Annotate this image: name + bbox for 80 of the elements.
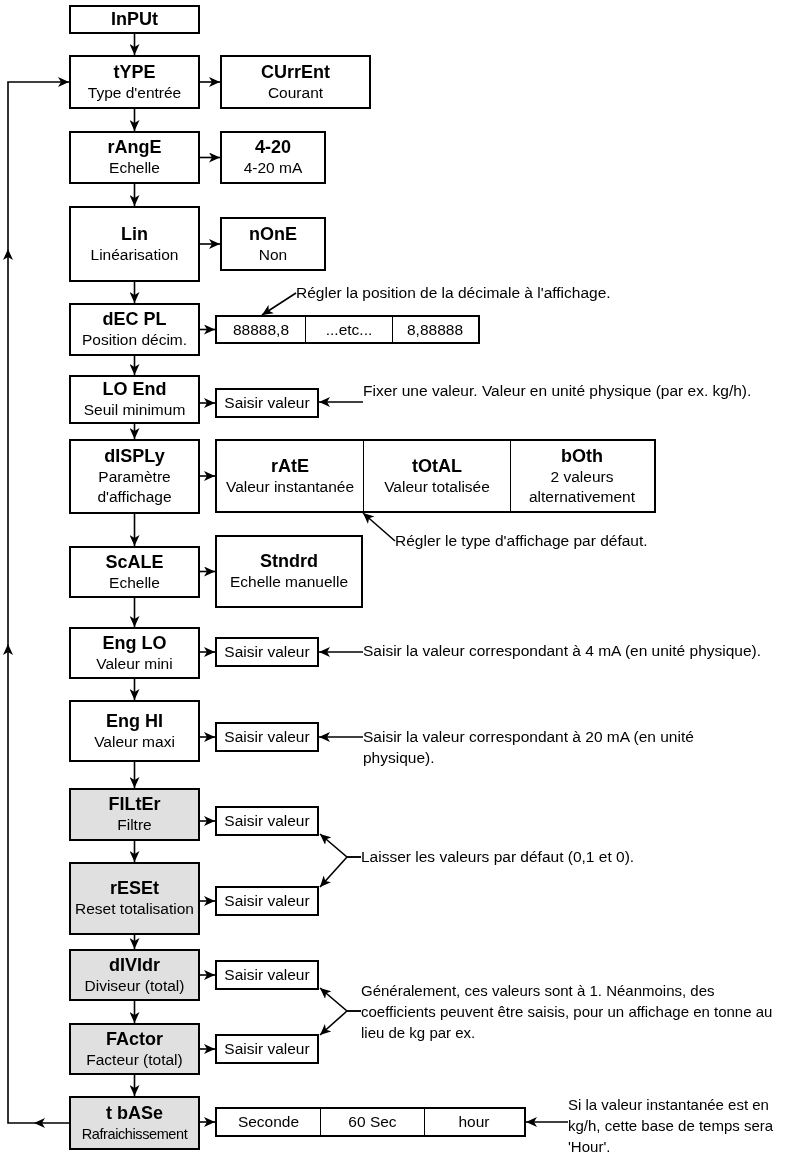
menu-box [69, 788, 200, 841]
menu-box [69, 5, 200, 34]
box-title: InPUt [111, 9, 158, 30]
menu-box [220, 217, 326, 271]
value-box: Saisir valeur [215, 1034, 319, 1064]
box-label: Valeur maxi [94, 731, 175, 752]
box-label: Seuil minimum [83, 400, 186, 420]
box-label: Valeur totalisée [384, 476, 490, 497]
box-label: 4-20 mA [243, 158, 303, 178]
menu-box [69, 1096, 200, 1150]
menu-box [220, 55, 371, 109]
menu-box [69, 949, 200, 1001]
box-title: Eng HI [106, 710, 163, 732]
menu-box [69, 862, 200, 935]
box-label: Rafraichissement [81, 1124, 188, 1144]
box-label: Facteur (total) [86, 1049, 183, 1070]
box-title: Eng LO [102, 632, 167, 654]
box-label: Echelle [109, 158, 160, 178]
box-label: Echelle manuelle [229, 572, 348, 592]
note-text: Généralement, ces valeurs sont à 1. Néanmoins, des coefficients peuvent être saisis, pour un affichage en tonne au lieu de kg par ex. [361, 980, 781, 1046]
box-title: CUrrEnt [261, 61, 330, 83]
menu-box [69, 55, 200, 109]
note-text: Si la valeur instantanée est en kg/h, cette base de temps sera 'Hour'. [568, 1094, 780, 1158]
box-title: tOtAL [412, 455, 462, 477]
box-label: Type d'entrée [87, 82, 182, 103]
box-title: rESEt [110, 878, 159, 899]
box-label: Filtre [117, 815, 152, 835]
menu-box [69, 303, 200, 356]
box-title: dEC PL [102, 309, 167, 330]
box-title: Stndrd [260, 551, 318, 572]
box-label: Non [258, 244, 288, 265]
box-title: tYPE [113, 61, 156, 83]
menu-box [69, 546, 200, 598]
box-title: LO End [102, 379, 167, 400]
box-label: Diviseur (total) [84, 975, 185, 996]
box-label: Courant [267, 82, 324, 103]
box-title: Lin [121, 223, 148, 245]
box-title: dISPLy [104, 446, 165, 467]
box-title: ScALE [105, 551, 164, 573]
box-title: dIVIdr [109, 954, 160, 976]
note-text: Fixer une valeur. Valeur en unité physique (par ex. kg/h). [363, 380, 793, 424]
box-title: 4-20 [255, 137, 291, 158]
box-label: Position décim. [81, 330, 188, 350]
menu-box [220, 131, 326, 184]
box-title: rAngE [107, 137, 162, 158]
option-table [215, 315, 480, 344]
option-table [215, 439, 656, 513]
menu-box [69, 439, 200, 514]
note-text: Régler la position de la décimale à l'affichage. [296, 282, 736, 304]
option-table [215, 1107, 526, 1137]
note-text: Régler le type d'affichage par défaut. [395, 530, 735, 552]
value-box: Saisir valeur [215, 960, 319, 990]
box-title: t bASe [106, 1102, 163, 1124]
value-box: Saisir valeur [215, 637, 319, 667]
box-label: Valeur mini [96, 653, 173, 674]
box-title: rAtE [271, 455, 309, 477]
value-box: Saisir valeur [215, 886, 319, 916]
box-label: Valeur instantanée [225, 476, 355, 497]
menu-box [215, 535, 363, 608]
box-title: nOnE [249, 223, 297, 245]
box-title: bOth [561, 445, 603, 467]
menu-box [69, 700, 200, 762]
note-text: Saisir la valeur correspondant à 20 mA (en unité physique). [363, 726, 763, 770]
menu-box [69, 206, 200, 282]
box-title: FActor [106, 1028, 163, 1050]
note-text: Saisir la valeur correspondant à 4 mA (en unité physique). [363, 640, 763, 684]
box-title: FILtEr [108, 794, 161, 815]
box-label: 2 valeurs alternativement [528, 466, 636, 507]
menu-box [69, 627, 200, 679]
value-box: Saisir valeur [215, 388, 319, 418]
box-label: Reset totalisation [75, 899, 194, 919]
menu-box [69, 1023, 200, 1075]
menu-box [69, 131, 200, 184]
value-box: Saisir valeur [215, 722, 319, 752]
note-text: Laisser les valeurs par défaut (0,1 et 0). [361, 846, 701, 868]
menu-box [69, 375, 200, 424]
box-label: Paramètre d'affichage [96, 467, 173, 507]
box-label: Echelle [109, 572, 160, 593]
box-label: Linéarisation [90, 244, 179, 265]
value-box: Saisir valeur [215, 806, 319, 836]
